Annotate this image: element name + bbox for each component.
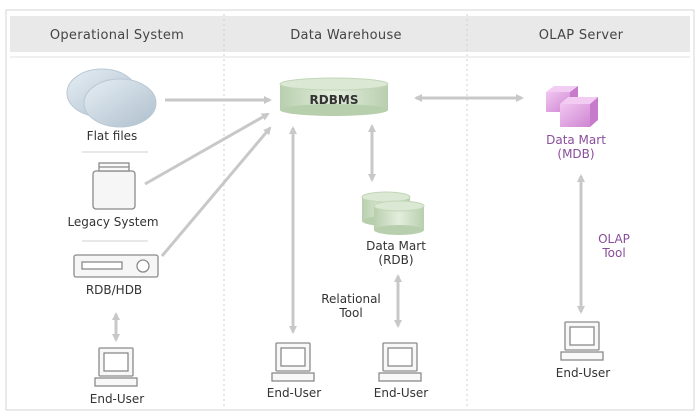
relational-tool-label-line2: Tool (338, 306, 362, 320)
olap-tool-label-line1: OLAP (598, 232, 630, 246)
data-mart-mdb-label-line1: Data Mart (546, 133, 606, 147)
rdbms-label: RDBMS (310, 93, 359, 107)
end-user-right-label: End-User (556, 366, 611, 380)
data-mart-mdb-icon (546, 86, 598, 127)
end-user-mid2-icon (378, 342, 422, 382)
end-user-right-icon (560, 321, 604, 361)
end-user-left-icon (94, 347, 138, 387)
end-user-mid2-label: End-User (374, 386, 429, 400)
end-user-mid1-label: End-User (267, 386, 322, 400)
data-mart-rdb-label-line2: (RDB) (378, 253, 413, 267)
header-data-warehouse: Data Warehouse (290, 28, 402, 43)
header-olap-server: OLAP Server (539, 28, 624, 43)
relational-tool-label-line1: Relational (321, 292, 381, 306)
end-user-mid1-icon (271, 342, 315, 382)
flat-files-icon (66, 68, 157, 128)
data-mart-rdb-icon (361, 191, 425, 235)
header-bar (10, 16, 690, 52)
data-mart-mdb-label-line2: (MDB) (557, 147, 594, 161)
flat-files-label: Flat files (87, 129, 138, 143)
rdb-hdb-label: RDB/HDB (86, 283, 142, 297)
rdb-hdb-server-icon (73, 254, 159, 278)
rdbms-cylinder-icon (279, 77, 389, 116)
legacy-system-icon (92, 162, 136, 210)
arrow-legacy-rdbms (144, 112, 270, 186)
arrow-rdbhdb-rdbms (160, 126, 272, 257)
legacy-system-label: Legacy System (67, 215, 158, 229)
olap-tool-label-line2: Tool (601, 246, 625, 260)
end-user-left-label: End-User (90, 392, 145, 406)
data-mart-rdb-label-line1: Data Mart (366, 239, 426, 253)
header-operational-system: Operational System (50, 28, 184, 43)
